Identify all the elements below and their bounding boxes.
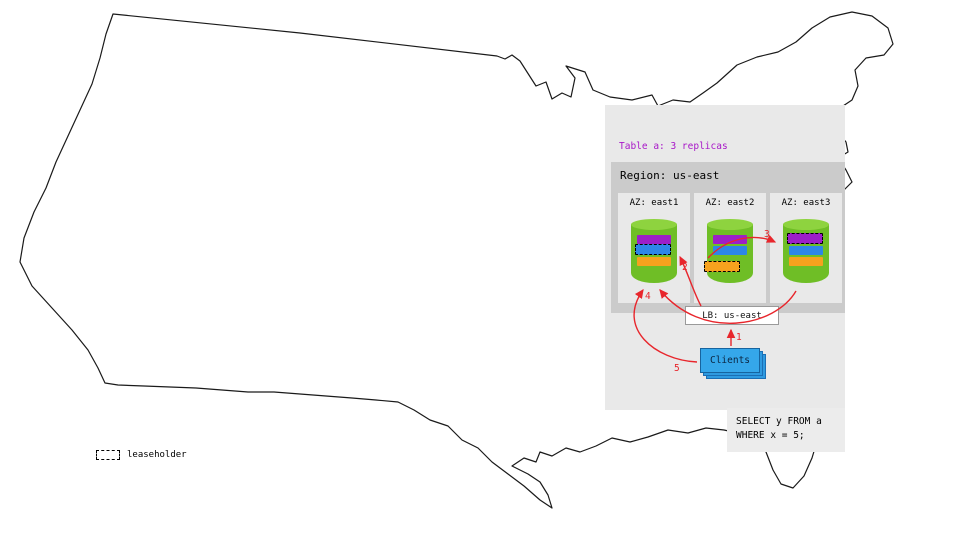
cylinder-top xyxy=(631,219,677,230)
az-box-east3: AZ: east3 xyxy=(770,193,842,303)
clients-label: Clients xyxy=(709,355,751,366)
replica-table-b-leaseholder xyxy=(704,261,740,272)
legend-table-a: Table a: 3 replicas xyxy=(619,141,728,152)
database-node-east3 xyxy=(783,219,829,283)
topology-panel: Table a: 3 replicas Index a: 3 replicas … xyxy=(605,105,845,410)
replica-table-a xyxy=(637,235,671,244)
us-map-outline xyxy=(19,11,894,509)
leaseholder-swatch-icon xyxy=(96,450,120,460)
replica-table-b xyxy=(789,257,823,266)
database-node-east2 xyxy=(704,219,753,283)
cylinder-top xyxy=(707,219,753,230)
database-node-east1 xyxy=(631,219,677,283)
region-box: Region: us-east AZ: east1 AZ: east2 xyxy=(611,162,845,313)
clients-box: Clients xyxy=(700,348,766,379)
replica-table-a xyxy=(713,235,747,244)
sql-line-2: WHERE x = 5; xyxy=(736,430,805,441)
replica-index-a xyxy=(789,246,823,255)
az-east3-label: AZ: east3 xyxy=(781,198,831,208)
replica-table-b xyxy=(637,257,671,266)
az-box-east2: AZ: east2 xyxy=(694,193,766,303)
az-east2-label: AZ: east2 xyxy=(705,198,755,208)
cylinder-top xyxy=(783,219,829,230)
az-box-east1: AZ: east1 xyxy=(618,193,690,303)
replica-index-a xyxy=(713,246,747,255)
az-east1-label: AZ: east1 xyxy=(629,198,679,208)
leaseholder-legend: leaseholder xyxy=(96,450,187,460)
replica-index-a-leaseholder xyxy=(635,244,671,255)
sql-query-box: SELECT y FROM a WHERE x = 5; xyxy=(727,408,845,452)
load-balancer: LB: us-east xyxy=(685,306,779,325)
replica-table-a-leaseholder xyxy=(787,233,823,244)
load-balancer-label: LB: us-east xyxy=(702,310,762,321)
region-title: Region: us-east xyxy=(620,169,720,182)
leaseholder-legend-label: leaseholder xyxy=(127,450,187,460)
az-row: AZ: east1 AZ: east2 xyxy=(618,193,842,303)
clients-face: Clients xyxy=(700,348,760,373)
sql-line-1: SELECT y FROM a xyxy=(736,416,822,427)
